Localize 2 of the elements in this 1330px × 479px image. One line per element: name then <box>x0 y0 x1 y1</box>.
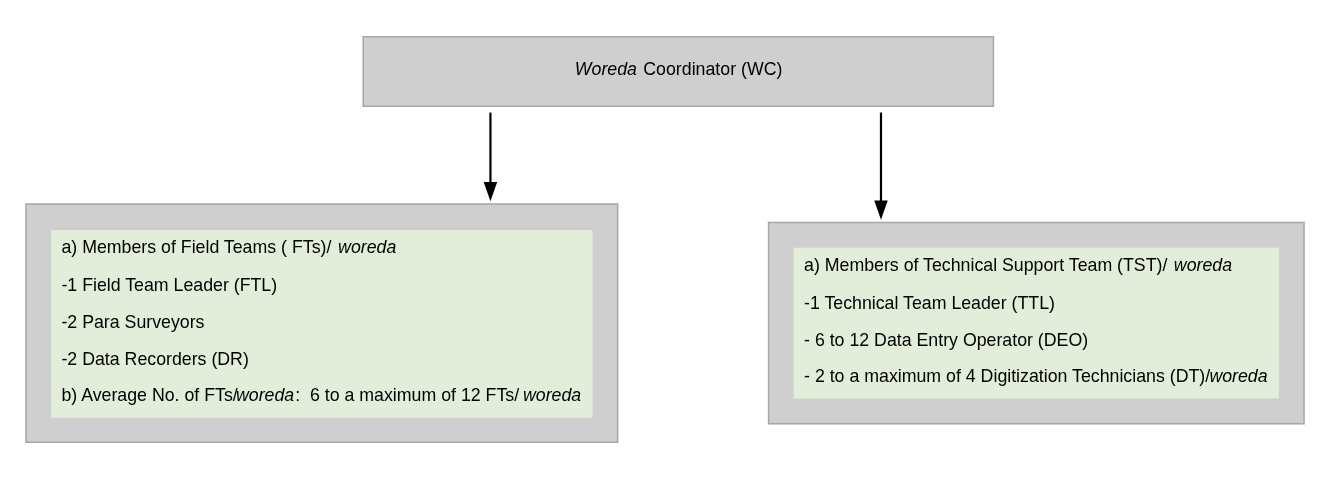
arrow <box>483 112 498 202</box>
arrow <box>874 112 888 220</box>
